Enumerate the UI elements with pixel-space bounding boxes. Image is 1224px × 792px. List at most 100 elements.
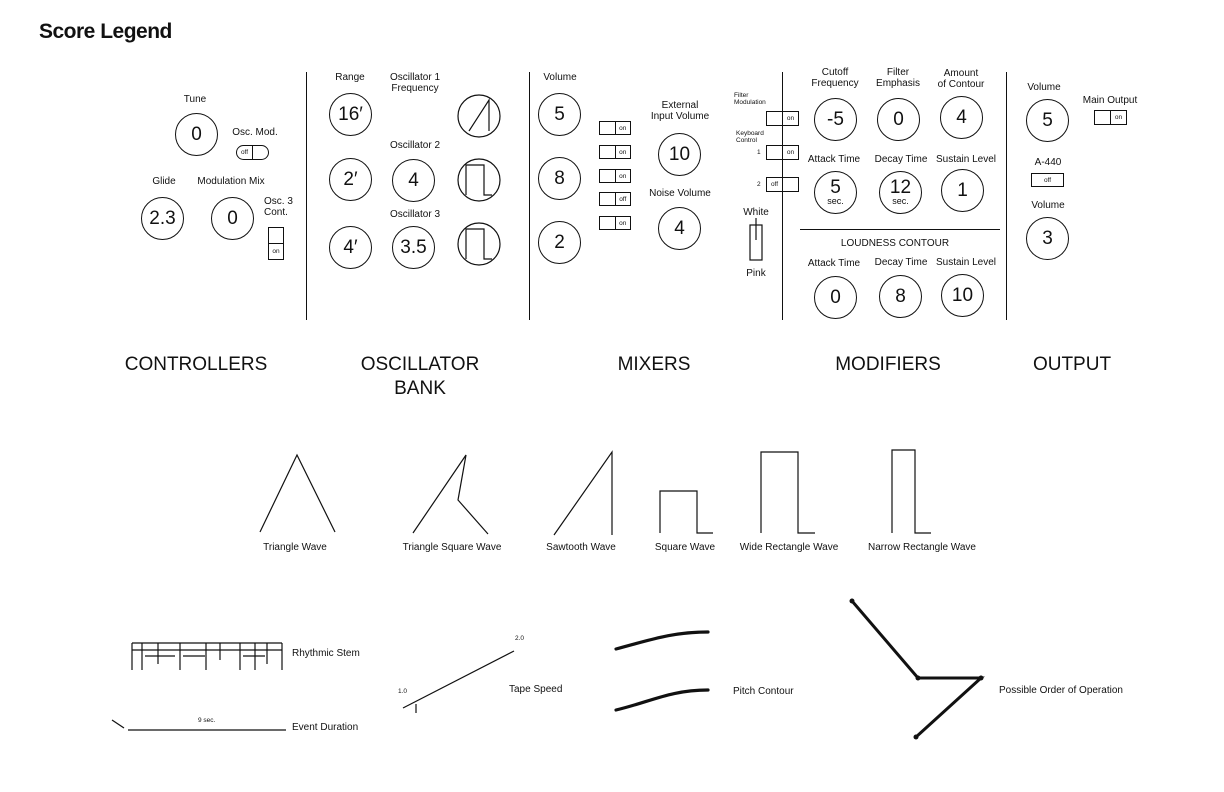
filter-sustain-knob[interactable]: 1 — [941, 169, 984, 212]
output-volume2-label: Volume — [1031, 200, 1065, 211]
noise-slider — [749, 218, 763, 261]
filter-decay-label: Decay Time — [874, 154, 928, 165]
osc2-knob[interactable]: 4 — [392, 159, 435, 202]
pink-label: Pink — [746, 268, 766, 279]
loud-sustain-label: Sustain Level — [935, 257, 997, 268]
kc2-label: 2 — [757, 181, 761, 188]
range-label: Range — [335, 72, 365, 83]
osc3-cont-switch-state: on — [269, 243, 283, 259]
event-duration-label: Event Duration — [292, 722, 359, 733]
mod-mix-knob[interactable]: 0 — [211, 197, 254, 240]
tape-speed-icon — [402, 650, 515, 713]
mod-mix-value: 0 — [227, 207, 238, 229]
loud-sustain-knob[interactable]: 10 — [941, 274, 984, 317]
a440-switch[interactable]: off — [1031, 173, 1064, 187]
divider — [1006, 72, 1007, 320]
wave-label-triangle-square: Triangle Square Wave — [402, 542, 502, 553]
contour-knob[interactable]: 4 — [940, 96, 983, 139]
osc2-label: Oscillator 2 — [389, 140, 440, 151]
filter-sustain-label: Sustain Level — [935, 154, 997, 165]
range-knob-2[interactable]: 2′ — [329, 158, 372, 201]
sawtooth-wave-icon — [553, 450, 613, 536]
mixer-switch-5[interactable]: on — [599, 216, 631, 230]
mixer-switch-2[interactable]: on — [599, 145, 631, 159]
glide-label: Glide — [152, 176, 176, 187]
output-volume-label: Volume — [1027, 82, 1061, 93]
mixer-switch-1[interactable]: on — [599, 121, 631, 135]
wave-label-triangle: Triangle Wave — [263, 542, 327, 553]
glide-knob[interactable]: 2.3 — [141, 197, 184, 240]
wave-label-wide-rectangle: Wide Rectangle Wave — [739, 542, 839, 553]
filter-attack-label: Attack Time — [807, 154, 861, 165]
square-icon — [457, 222, 501, 266]
section-modifiers: MODIFIERS — [835, 354, 941, 375]
event-duration-icon — [111, 719, 286, 731]
main-output-label: Main Output — [1082, 95, 1138, 106]
a440-label: A-440 — [1034, 157, 1062, 168]
pitch-contour-label: Pitch Contour — [733, 686, 794, 697]
wave-label-square: Square Wave — [654, 542, 716, 553]
divider — [800, 229, 1000, 230]
white-label: White — [743, 207, 769, 218]
kc2-switch[interactable]: off — [766, 177, 799, 192]
loud-attack-label: Attack Time — [807, 258, 861, 269]
wide-rectangle-wave-icon — [760, 451, 815, 534]
kc1-switch[interactable]: on — [766, 145, 799, 160]
mixer-switch-3[interactable]: on — [599, 169, 631, 183]
loud-decay-knob[interactable]: 8 — [879, 275, 922, 318]
ext-input-knob[interactable]: 10 — [658, 133, 701, 176]
mod-mix-label: Modulation Mix — [197, 176, 265, 187]
page-title: Score Legend — [39, 20, 172, 43]
section-output: OUTPUT — [1032, 354, 1112, 375]
order-of-operation-label: Possible Order of Operation — [999, 685, 1123, 696]
tape-speed-high: 2.0 — [515, 635, 525, 642]
mixer-volume-label: Volume — [543, 72, 577, 83]
square-icon — [457, 158, 501, 202]
cutoff-knob[interactable]: -5 — [814, 98, 857, 141]
tape-speed-label: Tape Speed — [509, 684, 563, 695]
narrow-rectangle-wave-icon — [891, 449, 931, 534]
square-wave-icon — [659, 490, 713, 534]
loudness-contour-label: LOUDNESS CONTOUR — [840, 238, 950, 249]
filter-mod-switch[interactable]: on — [766, 111, 799, 126]
mixer-volume-knob-1[interactable]: 5 — [538, 93, 581, 136]
range-knob-1[interactable]: 16′ — [329, 93, 372, 136]
osc-mod-switch[interactable]: off — [236, 145, 269, 160]
loud-attack-knob[interactable]: 0 — [814, 276, 857, 319]
main-output-switch[interactable]: on — [1094, 110, 1127, 125]
osc3-knob[interactable]: 3.5 — [392, 226, 435, 269]
divider — [306, 72, 307, 320]
osc-mod-label: Osc. Mod. — [232, 127, 278, 138]
emphasis-knob[interactable]: 0 — [877, 98, 920, 141]
range-knob-3[interactable]: 4′ — [329, 226, 372, 269]
glide-value: 2.3 — [149, 207, 176, 229]
mixer-volume-knob-2[interactable]: 8 — [538, 157, 581, 200]
event-duration-value: 9 sec. — [198, 717, 216, 724]
tune-label: Tune — [183, 94, 207, 105]
wave-label-sawtooth: Sawtooth Wave — [546, 542, 616, 553]
noise-volume-knob[interactable]: 4 — [658, 207, 701, 250]
tune-knob[interactable]: 0 — [175, 113, 218, 156]
mixer-switch-4[interactable]: off — [599, 192, 631, 206]
osc-mod-switch-state: off — [240, 149, 249, 156]
sawtooth-icon — [457, 94, 501, 138]
mixer-volume-knob-3[interactable]: 2 — [538, 221, 581, 264]
osc3-cont-switch[interactable]: on — [268, 227, 284, 260]
output-volume2-knob[interactable]: 3 — [1026, 217, 1069, 260]
tape-speed-low: 1.0 — [398, 688, 408, 695]
output-volume-knob[interactable]: 5 — [1026, 99, 1069, 142]
noise-volume-label: Noise Volume — [649, 188, 711, 199]
divider — [782, 72, 783, 320]
section-mixers: MIXERS — [617, 354, 691, 375]
pitch-contour-icon — [614, 630, 710, 712]
